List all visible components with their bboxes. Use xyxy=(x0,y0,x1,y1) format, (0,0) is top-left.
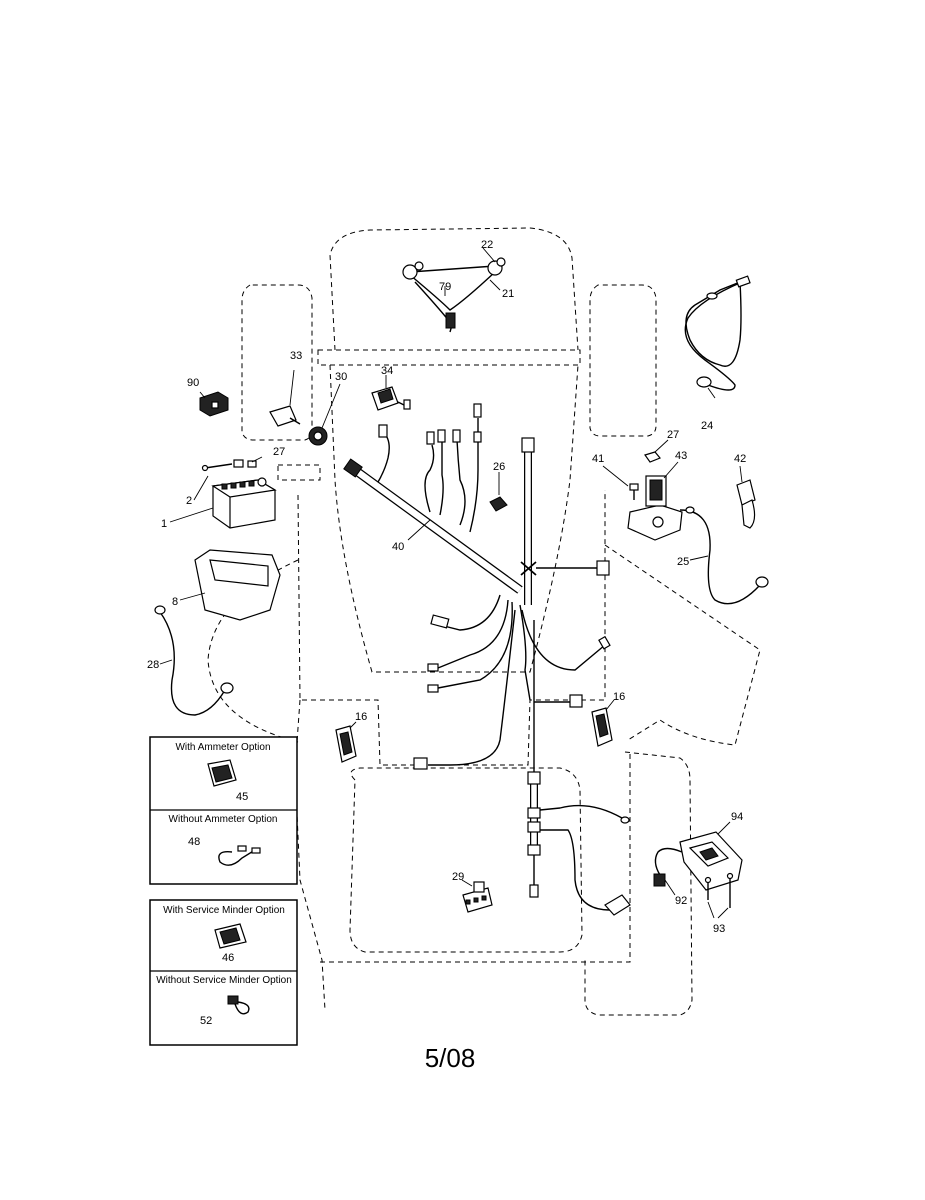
service-minder-without-part: 52 xyxy=(200,1015,212,1027)
front-right-wheel-outline xyxy=(589,284,657,437)
part-label-34: 34 xyxy=(381,365,393,377)
ring-terminal-icon xyxy=(696,376,712,388)
pto-switch-group xyxy=(604,821,743,919)
rear-bottom-outline xyxy=(320,752,631,963)
ammeter-without-title: Without Ammeter Option xyxy=(169,814,278,825)
tractor-outline xyxy=(207,227,761,1016)
service-minder-with-part: 46 xyxy=(222,952,234,964)
part-label-90: 90 xyxy=(187,377,199,389)
harness-plug-icon xyxy=(521,437,535,453)
ammeter-without-part: 48 xyxy=(188,836,200,848)
part-label-22: 22 xyxy=(481,239,493,251)
jumper-wire-48-icon xyxy=(237,845,247,852)
ignition-key-icon xyxy=(269,405,297,427)
headlight-bulb-left-icon xyxy=(402,264,418,280)
nut-27-icon xyxy=(644,451,661,463)
screw-93-icon xyxy=(704,876,712,884)
part-label-27-battery: 27 xyxy=(273,446,285,458)
part-label-1: 1 xyxy=(161,518,167,530)
rear-left-outline xyxy=(294,699,326,1011)
harness-plug-icon xyxy=(378,424,388,438)
part-label-43: 43 xyxy=(675,450,687,462)
headlight-connector-icon xyxy=(445,312,456,329)
harness-plug-icon xyxy=(596,560,610,576)
battery-bolt-icon xyxy=(233,459,244,468)
jumper-plug-52-icon xyxy=(227,995,239,1005)
part-label-16-left: 16 xyxy=(355,711,367,723)
part-label-29: 29 xyxy=(452,871,464,883)
part-label-40: 40 xyxy=(392,541,404,553)
ammeter-option-box: With Ammeter Option 45 Without Ammeter O… xyxy=(149,736,298,885)
part-label-28: 28 xyxy=(147,659,159,671)
wire-terminal-icon xyxy=(735,275,751,288)
bolt-41-icon xyxy=(629,483,639,491)
hood-outline xyxy=(329,227,579,351)
service-minder-with-title: With Service Minder Option xyxy=(163,905,285,916)
ammeter-with-part: 45 xyxy=(236,791,248,803)
ring-terminal-icon xyxy=(154,605,166,615)
ground-wire-24 xyxy=(684,275,751,399)
part-label-26: 26 xyxy=(493,461,505,473)
service-minder-without-title: Without Service Minder Option xyxy=(156,975,292,986)
rear-right-wheel-outline xyxy=(584,751,693,1016)
pto-connector-92-icon xyxy=(653,873,666,887)
frame-bar-outline xyxy=(317,349,581,366)
right-fender-outline xyxy=(604,544,761,746)
part-label-93: 93 xyxy=(713,923,725,935)
part-label-8: 8 xyxy=(172,596,178,608)
part-label-79: 79 xyxy=(439,281,451,293)
part-label-27-solenoid: 27 xyxy=(667,429,679,441)
front-left-wheel-outline xyxy=(241,284,313,441)
main-harness-40 xyxy=(343,375,630,911)
part-labels: 22 79 21 24 33 90 30 34 27 2 1 26 40 41 … xyxy=(147,239,746,935)
part-label-21: 21 xyxy=(502,288,514,300)
left-components xyxy=(199,369,341,446)
part-label-2: 2 xyxy=(186,495,192,507)
service-minder-option-box: With Service Minder Option 46 Without Se… xyxy=(149,899,298,1046)
part-label-30: 30 xyxy=(335,371,347,383)
harness-connector-icon xyxy=(343,458,363,478)
bracket-outline xyxy=(277,464,321,481)
harness-plug-icon xyxy=(413,757,428,770)
ammeter-with-title: With Ammeter Option xyxy=(175,742,270,753)
part-label-92: 92 xyxy=(675,895,687,907)
battery-group xyxy=(154,456,281,716)
right-components xyxy=(602,439,769,605)
part-label-24: 24 xyxy=(701,420,713,432)
headlight-harness xyxy=(402,247,506,333)
safety-switches xyxy=(335,699,615,763)
part-label-33: 33 xyxy=(290,350,302,362)
part-label-25: 25 xyxy=(677,556,689,568)
part-label-42: 42 xyxy=(734,453,746,465)
footer-code: 5/08 xyxy=(425,1043,476,1073)
part-label-94: 94 xyxy=(731,811,743,823)
part-label-16-right: 16 xyxy=(613,691,625,703)
terminal-boot-42-icon xyxy=(736,479,756,506)
seat-switch-29 xyxy=(461,879,493,913)
part-label-41: 41 xyxy=(592,453,604,465)
chassis-outline xyxy=(297,490,606,766)
frame-body-outline xyxy=(329,364,579,673)
fuse-icon xyxy=(489,496,508,512)
seat-deck-outline xyxy=(349,767,583,953)
